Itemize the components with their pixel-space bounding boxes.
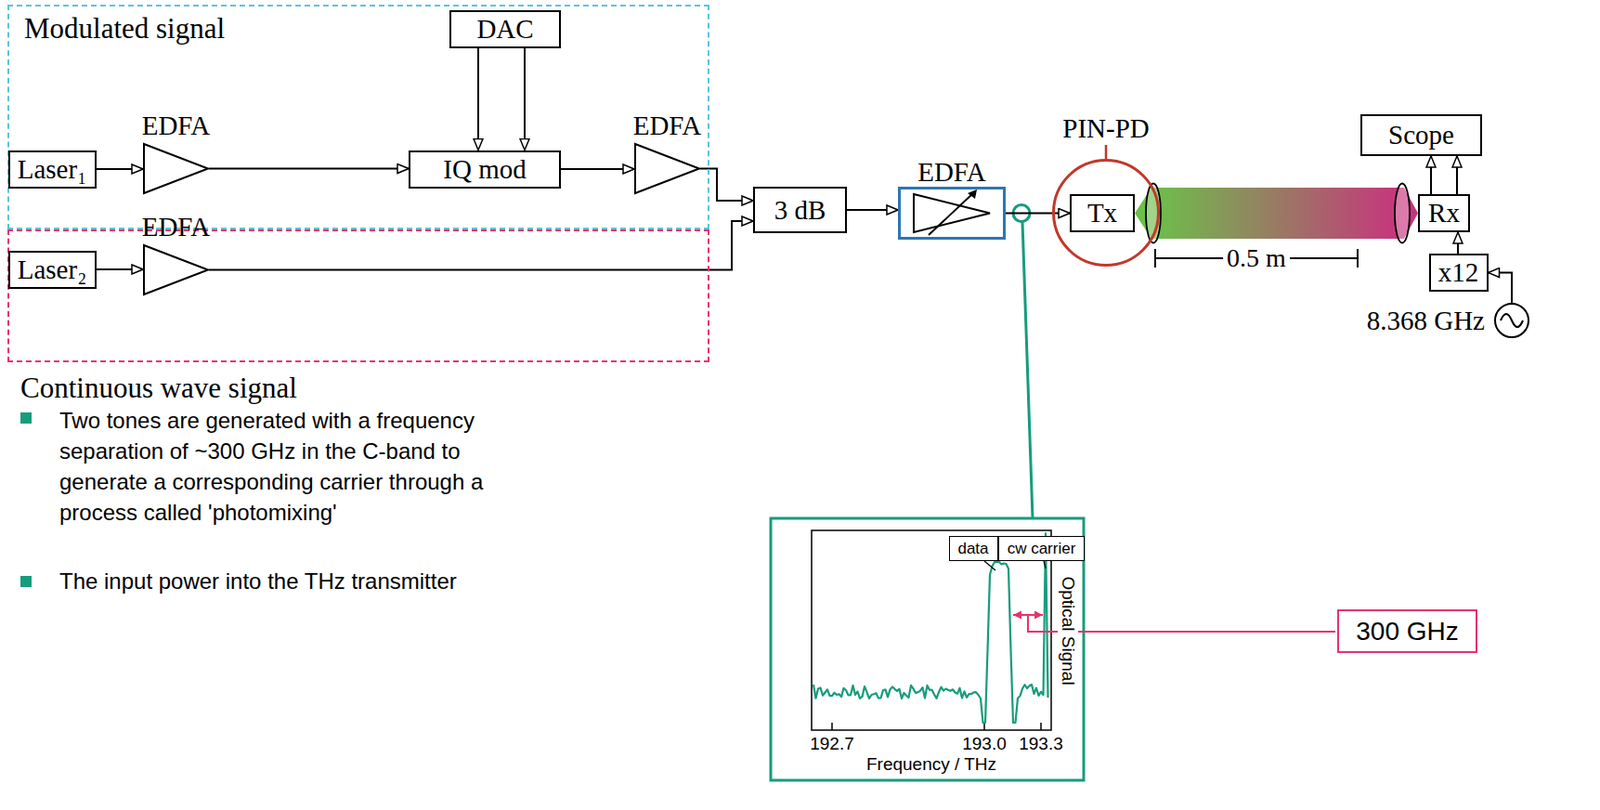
callout-box: 300 GHz xyxy=(1337,609,1478,653)
leader-line xyxy=(1022,221,1033,519)
process-box: Scope xyxy=(1360,114,1483,157)
amplifier-symbol: EDFA xyxy=(634,143,701,195)
bullet-text: Two tones are generated with a frequency… xyxy=(59,404,496,528)
leader-line xyxy=(984,560,996,571)
signal-connector xyxy=(477,48,480,151)
signal-connector xyxy=(1456,156,1458,195)
node-label: EDFA xyxy=(142,211,211,243)
node-label: cw carrier xyxy=(1007,539,1077,559)
axis-ticks xyxy=(832,722,1041,730)
variable-amplifier xyxy=(900,189,1003,237)
signal-connector xyxy=(560,168,635,170)
bullet-mark xyxy=(20,412,32,424)
process-box: IQ mod xyxy=(408,150,561,189)
photodiode-circle: PIN-PDTx xyxy=(1052,158,1160,267)
node-label: Laser₁ xyxy=(17,154,88,185)
inset-frame xyxy=(770,518,1084,781)
axis-label: 192.7 xyxy=(809,733,855,755)
node-label: x12 xyxy=(1438,257,1480,288)
bullet-text: The input power into the THz transmitter xyxy=(59,568,457,595)
process-box: DAC xyxy=(449,10,561,49)
process-box: Laser₁ xyxy=(8,150,97,189)
node-label: IQ mod xyxy=(442,154,526,185)
spectrum-line xyxy=(813,533,1049,723)
axis-label: Optical Signal xyxy=(1057,572,1079,689)
signal-connector xyxy=(1488,273,1513,304)
lens xyxy=(1394,183,1410,244)
amplifier-symbol: EDFA xyxy=(143,143,209,195)
node-label: PIN-PD xyxy=(1062,113,1149,144)
oscillator-circle xyxy=(1494,302,1530,339)
dimension-label: 0.5 m xyxy=(1222,243,1290,274)
spectrum-trace xyxy=(813,533,1049,723)
oscillator-symbol: 8.368 GHz xyxy=(1494,302,1530,339)
node-label: DAC xyxy=(476,13,534,45)
process-box: Laser₂ xyxy=(8,250,97,289)
amplifier-symbol: EDFA xyxy=(143,244,209,296)
process-box: Tx xyxy=(1069,194,1135,233)
leader-line xyxy=(1043,560,1046,569)
node-label: Scope xyxy=(1388,119,1455,151)
amplifier-triangle xyxy=(634,143,701,195)
signal-connector xyxy=(208,168,409,170)
signal-connector xyxy=(846,208,898,211)
plot-label-box: data xyxy=(949,535,999,561)
process-box: Rx xyxy=(1417,194,1470,233)
node-label: 300 GHz xyxy=(1355,616,1459,647)
axis-label: 193.3 xyxy=(1018,733,1064,755)
signal-connector xyxy=(96,268,144,271)
node-label: Rx xyxy=(1428,197,1460,229)
signal-connector xyxy=(96,168,144,170)
plot-label-box: cw carrier xyxy=(998,535,1085,561)
amplifier-triangle xyxy=(143,244,209,296)
node-label: EDFA xyxy=(633,110,703,142)
process-box: 3 dB xyxy=(753,186,847,234)
amplifier-box: EDFA xyxy=(897,186,1006,240)
signal-group: Modulated signalLaser₁ EDFA DAC IQ mod EDFA xyxy=(7,4,710,230)
node-label: Laser₂ xyxy=(17,254,88,286)
axis-label: Frequency / THz xyxy=(866,754,997,775)
signal-group: Continuous wave signalLaser₂EDFA xyxy=(7,229,710,363)
node-label: 8.368 GHz xyxy=(1366,305,1485,337)
node-label: 3 dB xyxy=(774,195,827,226)
signal-connector xyxy=(1005,212,1070,215)
node-label: Continuous wave signal xyxy=(20,371,298,405)
thz-beam xyxy=(1151,187,1405,239)
leader-line xyxy=(1105,144,1108,159)
node-label: Tx xyxy=(1087,197,1118,229)
signal-connector xyxy=(1430,156,1432,195)
axis-label: 193.0 xyxy=(962,733,1007,755)
signal-connector xyxy=(523,48,526,151)
node-label: data xyxy=(957,539,989,559)
node-label: Modulated signal xyxy=(24,12,225,46)
node-label: EDFA xyxy=(917,156,987,188)
amplifier-triangle xyxy=(143,143,209,195)
process-box: x12 xyxy=(1429,253,1489,292)
signal-connector xyxy=(1456,232,1459,254)
node-label: EDFA xyxy=(142,110,211,142)
bullet-mark xyxy=(20,575,32,587)
